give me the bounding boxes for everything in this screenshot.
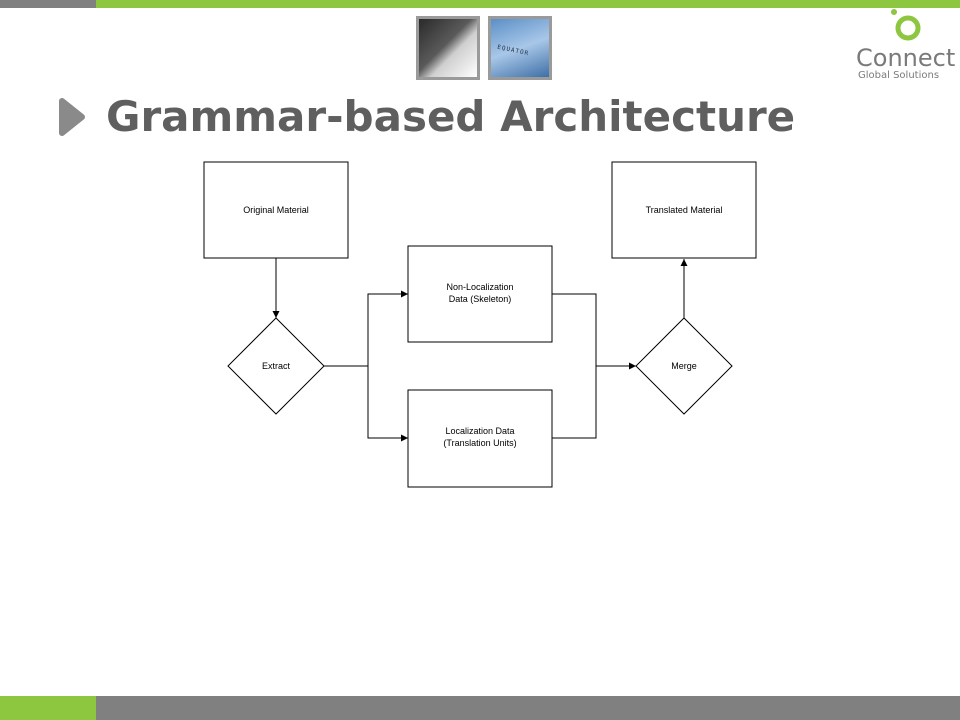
node-merge-label: Merge — [671, 361, 697, 371]
company-logo: Connect Global Solutions — [852, 8, 960, 84]
edge-extract-units — [367, 366, 408, 442]
edge-extract-skeleton — [324, 290, 408, 367]
logo-name: Connect — [856, 44, 956, 72]
logo-tagline: Global Solutions — [858, 70, 940, 81]
node-skeleton-label-line-1: Non-Localization — [446, 282, 513, 292]
chevron-right-icon — [59, 98, 85, 136]
node-units-label-line-2: (Translation Units) — [443, 438, 516, 448]
node-extract-label: Extract — [262, 361, 291, 371]
node-merge: Merge — [635, 317, 733, 415]
sky-photo: EQUATOR — [488, 16, 552, 80]
page-title: Grammar-based Architecture — [106, 92, 796, 141]
bottom-bar-grey-segment — [96, 696, 960, 720]
portrait-photo — [416, 16, 480, 80]
node-skeleton: Non-Localization Data (Skeleton) — [407, 245, 553, 343]
node-units-label-line-1: Localization Data — [445, 426, 514, 436]
top-accent-bar — [0, 0, 960, 8]
node-units: Localization Data (Translation Units) — [407, 389, 553, 488]
node-translated-label: Translated Material — [646, 205, 723, 215]
top-bar-grey-segment — [0, 0, 96, 8]
bottom-bar-green-segment — [0, 696, 96, 720]
node-translated: Translated Material — [611, 161, 757, 259]
logo-ring-icon — [891, 9, 921, 41]
bottom-accent-bar — [0, 696, 960, 720]
node-original-label: Original Material — [243, 205, 309, 215]
node-skeleton-label-line-2: Data (Skeleton) — [449, 294, 512, 304]
node-extract: Extract — [227, 317, 325, 415]
top-bar-green-segment — [96, 0, 960, 8]
edge-data-join — [552, 293, 597, 439]
node-original: Original Material — [203, 161, 349, 259]
